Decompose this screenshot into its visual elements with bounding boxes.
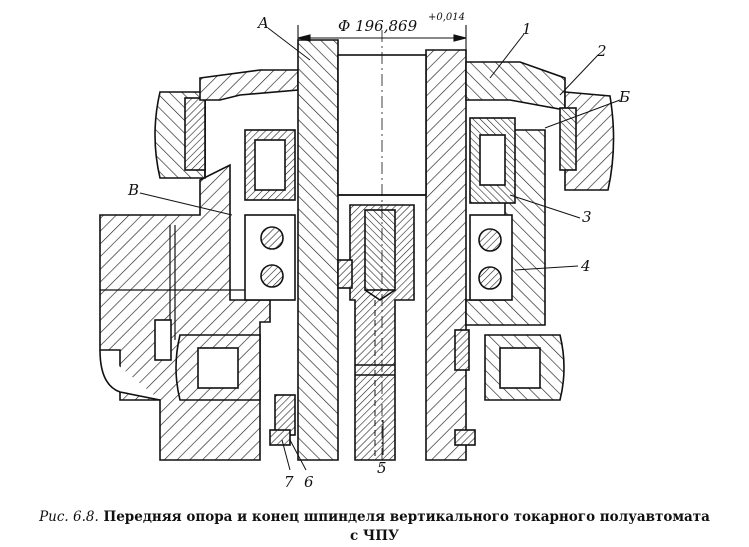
roller-right-2: [478, 266, 502, 290]
label-5: 5: [377, 459, 387, 477]
spindle-wall-right: [425, 49, 467, 461]
dimension-value: Φ 196,869: [338, 17, 418, 35]
caption-prefix: Рис. 6.8.: [39, 509, 99, 525]
label-2: 2: [596, 42, 607, 60]
label-1: 1: [522, 20, 532, 38]
label-3: 3: [582, 208, 592, 226]
roller-left-2: [260, 264, 284, 288]
dimension-diameter: [297, 25, 467, 55]
label-V: В: [127, 181, 139, 199]
spindle-wall-left: [297, 39, 339, 461]
roller-right-1: [478, 228, 502, 252]
dimension-tolerance: +0,014: [428, 12, 465, 23]
housing-left: [99, 163, 271, 461]
spindle-drawing: Φ 196,869 +0,014 A 1 2 Б В 3 4 5 6 7: [99, 12, 630, 491]
roller-left-1: [260, 226, 284, 250]
cover-right-flange: [559, 107, 577, 171]
caption-line2: с ЧПУ: [350, 528, 399, 544]
collar-right: [465, 61, 566, 111]
figure-caption: Рис. 6.8. Передняя опора и конец шпиндел…: [0, 508, 749, 546]
label-B-cyr: Б: [618, 88, 630, 106]
label-A: A: [256, 14, 269, 32]
collar-left: [199, 69, 299, 101]
label-4: 4: [580, 257, 591, 275]
cover-left-flange: [184, 97, 206, 171]
label-6: 6: [304, 473, 314, 491]
label-7: 7: [284, 473, 294, 491]
caption-text: Передняя опора и конец шпинделя вертикал…: [103, 509, 710, 525]
